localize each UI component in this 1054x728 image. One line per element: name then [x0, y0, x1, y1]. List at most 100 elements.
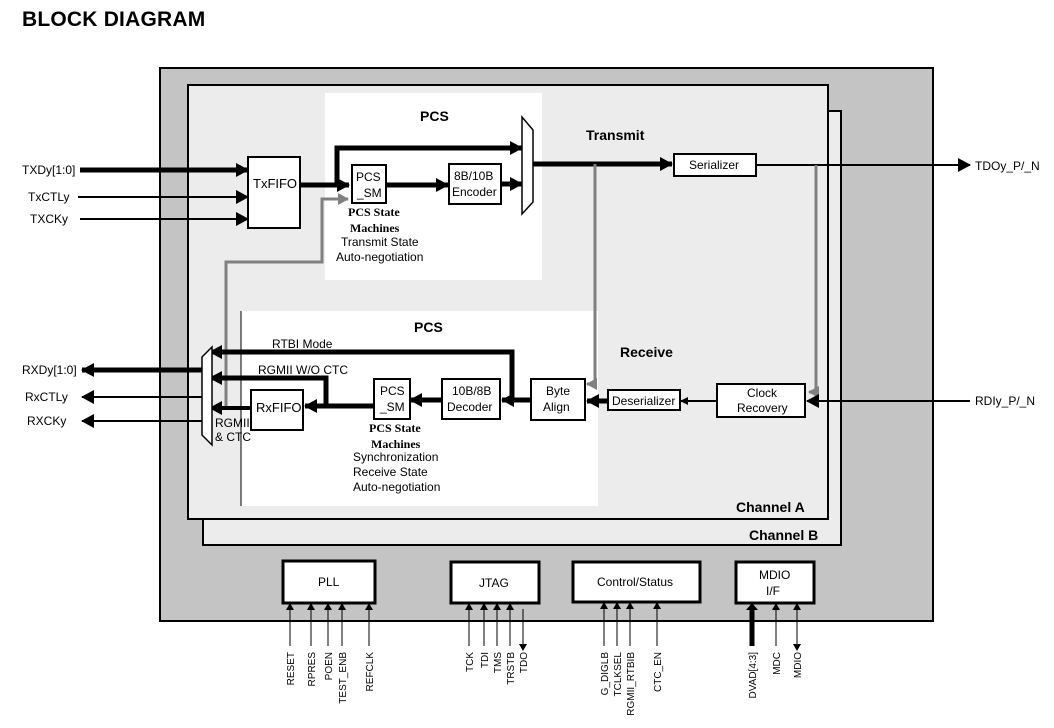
svg-text:MDIO: MDIO [759, 568, 790, 582]
svg-text:PLL: PLL [318, 575, 340, 589]
jtag-pin-arrow-icon [465, 603, 473, 610]
loopback-line-3 [224, 193, 349, 410]
svg-text:Clock: Clock [747, 386, 778, 400]
control-pin-label: TCLKSEL [613, 652, 624, 697]
pcs-transmit-label: PCS [420, 108, 449, 124]
mdio-pin-label: MDC [772, 652, 783, 675]
rx-mux [201, 345, 213, 447]
rxfifo-block: RxFIFO [250, 389, 304, 431]
rdi-label: RDIy_P/_N [975, 394, 1035, 408]
jtag-pin-arrow-icon [506, 603, 514, 610]
tdo-label: TDOy_P/_N [975, 159, 1040, 173]
channel-b-label: Channel B [749, 527, 818, 543]
txck-label: TXCKy [30, 212, 68, 226]
control-pin-arrow-icon [613, 602, 621, 609]
rgmii-ctc-label-2: & CTC [215, 430, 251, 444]
svg-text:JTAG: JTAG [479, 576, 509, 590]
jtag-pin-arrow-icon [519, 644, 527, 651]
pll-pin-arrow-icon [338, 603, 346, 610]
byte-align-block: Byte Align [530, 378, 586, 421]
rx-sm-item-3: Auto-negotiation [353, 480, 440, 494]
svg-text:Encoder: Encoder [452, 185, 497, 199]
rx-sm-item-1: Synchronization [353, 450, 438, 464]
pll-pin-arrow-icon [365, 603, 373, 610]
svg-text:Control/Status: Control/Status [597, 575, 673, 589]
svg-text:TxFIFO: TxFIFO [253, 176, 297, 191]
svg-text:PCS: PCS [380, 384, 405, 398]
rgmii-ctc-label-1: RGMII [215, 416, 250, 430]
svg-text:10B/8B: 10B/8B [452, 384, 491, 398]
pll-block: PLL [281, 559, 377, 605]
jtag-pin-label: TMS [493, 652, 504, 673]
control-status-block: Control/Status [571, 560, 702, 604]
txd-label: TXDy[1:0] [22, 163, 75, 177]
svg-text:Decoder: Decoder [447, 400, 492, 414]
mdio-pin-arrow-icon [746, 603, 758, 610]
control-pin-arrow-icon [653, 602, 661, 609]
pcs-sm-tx-block: PCS _SM [351, 164, 387, 204]
jtag-pin-label: TDI [480, 652, 491, 668]
tx-mux [521, 114, 534, 216]
pcs-sm-rx-block: PCS _SM [373, 378, 411, 420]
jtag-pin-arrow-icon [480, 603, 488, 610]
control-pin-arrow-icon [600, 602, 608, 609]
clock-recovery-block: Clock Recovery [716, 383, 806, 418]
svg-text:Align: Align [543, 400, 570, 414]
mdio-pin-label: MDIO [793, 652, 804, 678]
jtag-pin-label: TRSTB [506, 652, 517, 685]
loopback-line-1 [586, 164, 597, 390]
rxd-label: RXDy[1:0] [22, 363, 77, 377]
mdio-pin-arrow-icon [793, 644, 801, 651]
svg-text:RxFIFO: RxFIFO [256, 400, 302, 415]
jtag-block: JTAG [449, 560, 541, 605]
mdio-block: MDIO I/F [734, 560, 816, 605]
svg-text:PCS: PCS [356, 170, 381, 184]
jtag-pin-label: TCK [465, 652, 476, 672]
pll-pin-arrow-icon [324, 603, 332, 610]
svg-text:8B/10B: 8B/10B [454, 169, 493, 183]
mdio-pin-label: DVAD[4:3] [748, 652, 759, 699]
rxctl-label: RxCTLy [25, 390, 68, 404]
pcs-receive-label: PCS [414, 319, 443, 335]
control-pin-arrow-icon [626, 602, 634, 609]
svg-text:Recovery: Recovery [737, 401, 788, 415]
svg-text:Byte: Byte [546, 384, 570, 398]
svg-text:Serializer: Serializer [689, 158, 739, 172]
transmit-label: Transmit [586, 127, 645, 143]
diagram-title: BLOCK DIAGRAM [22, 8, 206, 31]
txfifo-block: TxFIFO [247, 156, 301, 229]
rx-sm-item-2: Receive State [353, 465, 428, 479]
tx-sm-item-2: Auto-negotiation [336, 250, 423, 264]
tx-sm-title-2: Machines [350, 221, 400, 235]
encoder-block: 8B/10B Encoder [448, 163, 502, 205]
svg-text:_SM: _SM [356, 186, 382, 200]
control-pin-label: G_DIGLB [600, 652, 611, 696]
control-pin-label: RGMII_RTBIB [626, 652, 637, 716]
tx-sm-item-1: Transmit State [341, 235, 419, 249]
rtbi-mode-label: RTBI Mode [272, 337, 333, 351]
pll-pin-arrow-icon [307, 603, 315, 610]
svg-text:I/F: I/F [766, 584, 780, 598]
jtag-pin-label: TDO [519, 652, 530, 673]
receive-label: Receive [620, 344, 673, 360]
loopback-line-2 [808, 165, 819, 398]
channel-a-label: Channel A [736, 499, 805, 515]
pll-pin-label: RPRES [307, 652, 318, 687]
serializer-block: Serializer [673, 153, 757, 177]
jtag-pin-arrow-icon [493, 603, 501, 610]
deserializer-block: Deserializer [607, 389, 681, 411]
control-pin-label: CTC_EN [653, 652, 664, 692]
rxck-label: RXCKy [27, 414, 66, 428]
svg-text:Deserializer: Deserializer [612, 394, 675, 408]
svg-text:_SM: _SM [379, 400, 405, 414]
mdio-pin-arrow-icon [793, 603, 801, 610]
pll-pin-label: REFCLK [365, 652, 376, 692]
mdio-pin-arrow-icon [772, 603, 780, 610]
pll-pin-arrow-icon [286, 603, 294, 610]
tx-sm-title-1: PCS State [348, 205, 400, 219]
rgmii-wo-ctc-label: RGMII W/O CTC [258, 363, 348, 377]
rx-sm-title-2: Machines [371, 437, 421, 451]
txctl-label: TxCTLy [28, 190, 70, 204]
pll-pin-label: POEN [324, 652, 335, 680]
